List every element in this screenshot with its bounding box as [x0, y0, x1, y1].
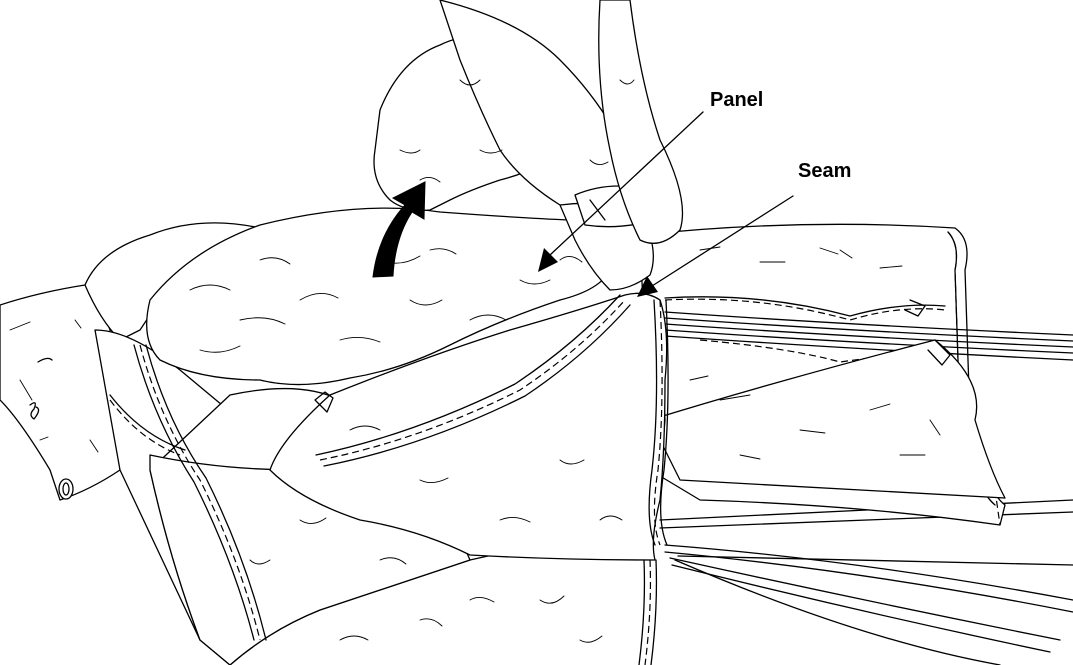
panel-label: Panel — [710, 89, 763, 111]
right-canopy-stack — [640, 224, 1073, 525]
seam-label: Seam — [798, 160, 851, 182]
suspension-lines — [660, 500, 1073, 665]
